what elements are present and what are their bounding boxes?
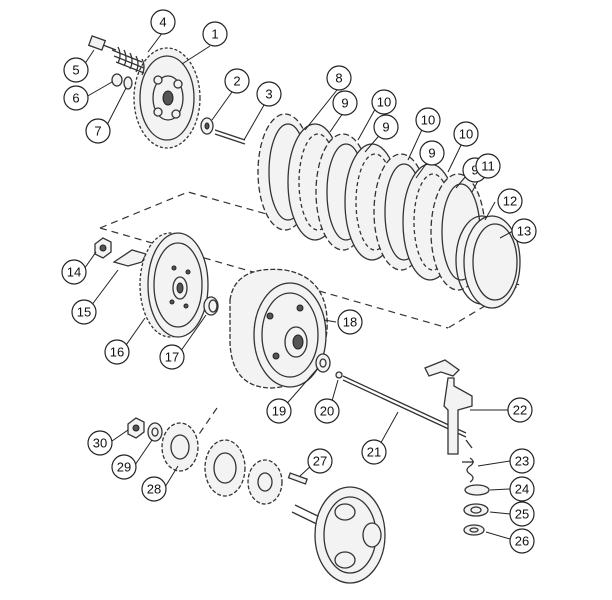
callout-label-2: 2 [233,74,240,89]
part-primary-drive-gears [127,417,283,505]
callout-label-5: 5 [72,63,79,78]
callout-label-25: 25 [515,507,529,522]
callout-label-21: 21 [367,445,381,460]
part-nut-and-tab-washer [94,237,147,267]
callout-3: 3 [256,81,282,107]
callout-label-23: 23 [515,454,529,469]
callout-28: 28 [141,476,167,502]
part-clutch-lever-shaft [424,359,473,455]
callout-label-17: 17 [165,350,179,365]
callout-29: 29 [111,454,137,480]
callout-5: 5 [63,57,89,83]
part-crankshaft [291,486,386,584]
callout-6: 6 [63,85,89,111]
callout-label-20: 20 [320,404,334,419]
part-bushing [203,296,219,316]
callout-16: 16 [104,339,130,365]
callout-label-28: 28 [147,482,161,497]
callout-label-14: 14 [67,265,81,280]
callout-8: 8 [326,65,352,91]
part-washer-and-pin [200,117,246,145]
callout-10a: 10 [371,89,397,115]
callout-label-11: 11 [481,159,495,174]
callout-9c: 9 [419,140,445,166]
callout-label-18: 18 [343,315,357,330]
callout-26: 26 [509,528,535,554]
part-primary-gear [139,232,209,338]
callout-label-4: 4 [159,15,166,30]
part-key [287,472,308,485]
callout-9a: 9 [332,90,358,116]
callout-label-26: 26 [515,534,529,549]
callout-label-1: 1 [211,27,218,42]
callout-25: 25 [509,501,535,527]
callout-label-10b: 10 [421,113,435,128]
callout-label-22: 22 [513,403,527,418]
callout-27: 27 [307,448,333,474]
callout-15: 15 [71,299,97,325]
callout-label-9a: 9 [341,96,348,111]
callout-label-10c: 10 [459,127,473,142]
callout-label-3: 3 [265,87,272,102]
callout-label-10a: 10 [377,95,391,110]
callout-10c: 10 [453,121,479,147]
callout-1: 1 [202,21,228,47]
part-lever-small-hardware [462,457,490,536]
callout-17: 17 [159,344,185,370]
callout-23: 23 [509,448,535,474]
part-retaining-rings [455,215,521,309]
callout-label-29: 29 [117,460,131,475]
callout-label-19: 19 [272,404,286,419]
callout-label-9c: 9 [428,146,435,161]
callout-9b: 9 [373,114,399,140]
callout-7: 7 [85,118,111,144]
callout-label-9b: 9 [382,120,389,135]
callout-19: 19 [266,398,292,424]
callout-label-30: 30 [93,436,107,451]
callout-30: 30 [87,430,113,456]
callout-label-6: 6 [72,91,79,106]
callout-14: 14 [61,259,87,285]
part-spring-bolt-set [87,35,145,90]
part-washer-and-ball [315,353,343,379]
callout-2: 2 [224,68,250,94]
callout-label-24: 24 [515,482,529,497]
callout-21: 21 [361,439,387,465]
callout-label-12: 12 [503,194,517,209]
callout-11: 11 [475,153,501,179]
callout-10b: 10 [415,107,441,133]
part-pressure-plate [133,47,201,149]
part-push-rod [342,375,467,438]
callout-20: 20 [314,398,340,424]
callout-label-13: 13 [517,224,531,239]
callout-22: 22 [507,397,533,423]
callout-label-16: 16 [110,345,124,360]
part-clutch-plate-stack [257,113,486,291]
callout-24: 24 [509,476,535,502]
callout-12: 12 [497,188,523,214]
callout-13: 13 [511,218,537,244]
callout-label-7: 7 [94,124,101,139]
callout-18: 18 [337,309,363,335]
part-clutch-basket [229,268,328,389]
callout-label-8: 8 [335,71,342,86]
callout-label-15: 15 [77,305,91,320]
callout-4: 4 [150,9,176,35]
callout-label-27: 27 [313,454,327,469]
callout-label-9d: 9 [471,163,478,178]
